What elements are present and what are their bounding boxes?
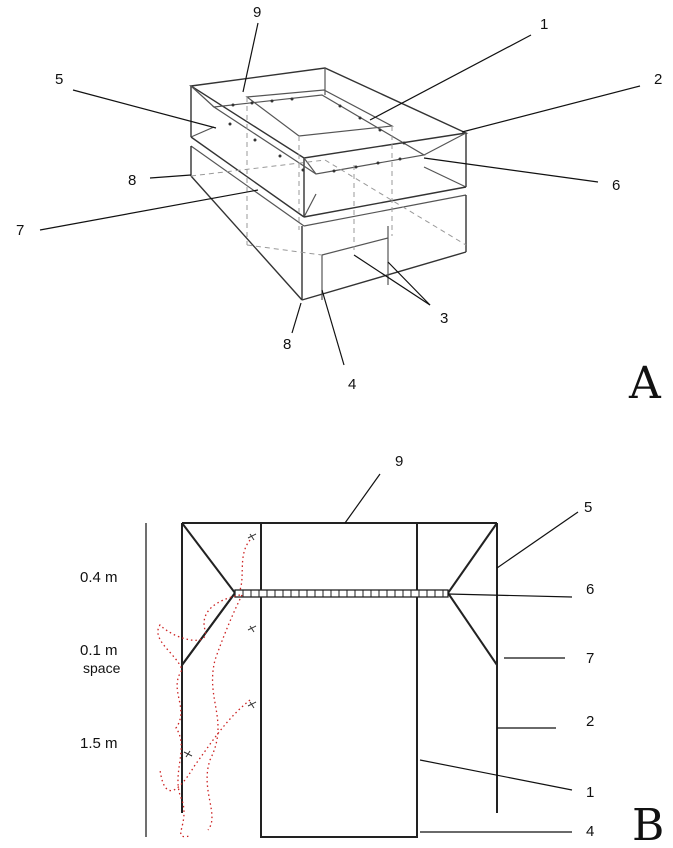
label-b-1: 1 <box>586 784 594 801</box>
roof-outline <box>189 67 469 159</box>
label-a-9: 9 <box>253 4 261 21</box>
leader-a-8-bottom <box>291 302 302 334</box>
flight-path-right <box>159 699 251 792</box>
leader-a-2 <box>461 85 641 133</box>
label-a-3: 3 <box>440 310 448 327</box>
label-b-9: 9 <box>395 453 403 470</box>
leader-b-5 <box>496 511 579 569</box>
panel-a-letter: A <box>628 358 662 409</box>
label-a-1: 1 <box>540 16 548 33</box>
label-b-5: 5 <box>584 499 592 516</box>
leader-a-5 <box>72 89 217 129</box>
dimension-gap-sub: space <box>83 660 121 676</box>
panel-b-labels: 9 5 6 7 2 1 4 0.4 m 0.1 m space 1.5 m <box>80 453 594 840</box>
label-a-7: 7 <box>16 222 24 239</box>
ring-rivets <box>228 97 406 173</box>
leader-b-6 <box>447 593 573 598</box>
leader-a-9 <box>242 22 259 93</box>
leader-a-6 <box>423 157 599 183</box>
label-a-8-bottom: 8 <box>283 336 291 353</box>
dimension-top: 0.4 m <box>80 569 118 586</box>
label-a-4: 4 <box>348 376 356 393</box>
dimension-bottom: 1.5 m <box>80 735 118 752</box>
panel-b-drawing <box>145 473 579 838</box>
dimension-gap: 0.1 m <box>80 642 118 659</box>
panel-a-drawing <box>39 22 641 366</box>
leader-b-1 <box>419 759 573 791</box>
flight-path-left <box>157 594 241 838</box>
leader-a-1 <box>369 34 532 121</box>
panel-b-letter: B <box>632 800 664 848</box>
label-a-8-top: 8 <box>128 172 136 189</box>
label-a-5: 5 <box>55 71 63 88</box>
label-b-7: 7 <box>586 650 594 667</box>
skirt-ring-ticks <box>242 590 444 597</box>
label-b-2: 2 <box>586 713 594 730</box>
leader-a-8-top <box>149 174 192 179</box>
label-b-4: 4 <box>586 823 594 840</box>
leader-b-9 <box>344 473 381 524</box>
leader-a-7 <box>39 189 259 231</box>
leader-a-3a <box>353 254 431 306</box>
insect-marks <box>183 533 257 758</box>
label-a-6: 6 <box>612 177 620 194</box>
roof-opening <box>245 89 395 137</box>
flight-path-top <box>239 539 251 591</box>
panel-a-labels: 9 1 5 2 6 8 7 3 8 4 <box>16 4 662 393</box>
label-a-2: 2 <box>654 71 662 88</box>
label-b-6: 6 <box>586 581 594 598</box>
leader-a-4 <box>321 289 345 366</box>
leader-a-3b <box>387 261 431 306</box>
